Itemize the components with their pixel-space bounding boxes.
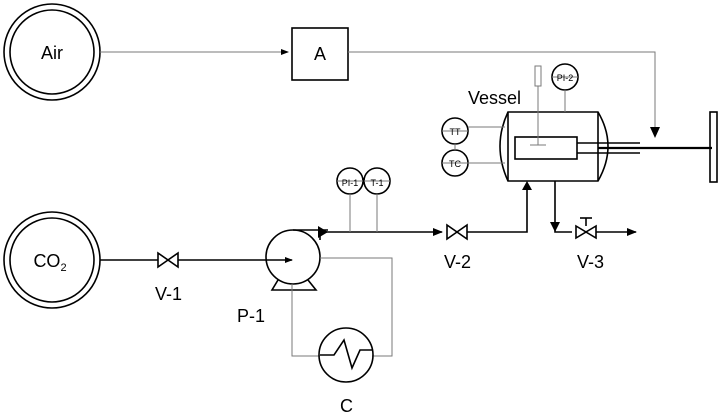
tt-instrument: TT	[441, 117, 505, 145]
pi-2-label: PI-2	[557, 73, 574, 83]
co2-label: CO2	[33, 251, 66, 274]
analyzer-label: A	[314, 44, 326, 64]
v2-label: V-2	[444, 252, 471, 272]
air-label: Air	[41, 43, 63, 63]
vessel	[499, 65, 718, 183]
air-source: Air	[3, 3, 101, 101]
p1-label: P-1	[237, 306, 265, 326]
v2-to-vessel-line	[467, 186, 528, 233]
t-1-instrument: T-1	[363, 167, 391, 232]
analyzer-arrow	[650, 127, 660, 138]
analyzer-block: A	[291, 27, 349, 81]
pump-p1: P-1	[237, 229, 328, 326]
cooling-supply-line	[291, 284, 320, 357]
t-1-label: T-1	[370, 178, 383, 188]
valve-v1: V-1	[155, 251, 182, 304]
c-label: C	[340, 396, 353, 416]
tt-label: TT	[450, 127, 461, 137]
co2-source: CO2	[3, 211, 101, 309]
piston-plate	[709, 111, 718, 183]
tc-label: TC	[449, 159, 461, 169]
valve-v3: V-3	[575, 217, 604, 272]
v1-label: V-1	[155, 284, 182, 304]
valve-v2: V-2	[444, 223, 471, 272]
v3-label: V-3	[577, 252, 604, 272]
stirrer-motor	[534, 65, 542, 87]
cooling-return-line	[320, 257, 393, 357]
tc-instrument: TC	[441, 144, 505, 177]
analyzer-to-vessel-line	[348, 51, 656, 135]
vessel-label: Vessel	[468, 88, 521, 108]
vessel-piston	[514, 136, 578, 160]
condenser-c: C	[318, 327, 374, 416]
pi-2-gauge: PI-2	[551, 63, 579, 112]
pi-1-gauge: PI-1	[336, 167, 364, 232]
pi-1-label: PI-1	[342, 178, 359, 188]
